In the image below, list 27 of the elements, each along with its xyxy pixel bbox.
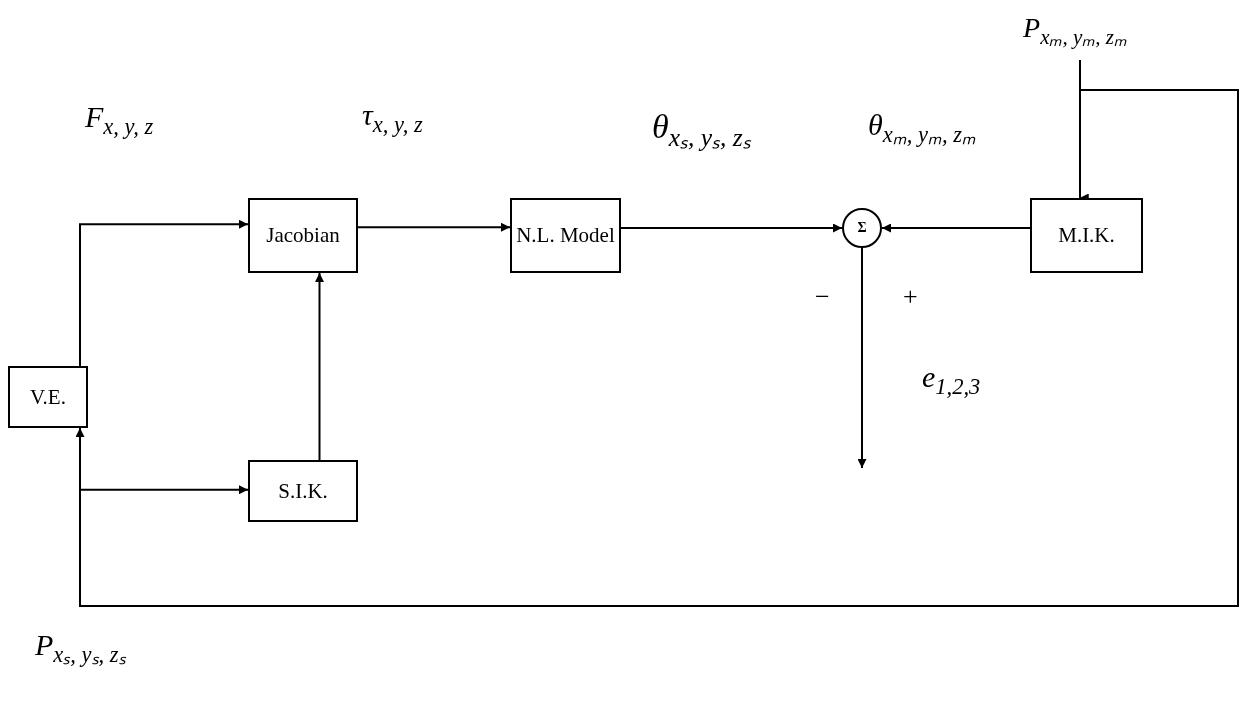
arrow bbox=[620, 223, 843, 233]
signal-label: F$_{x, y, z}$ bbox=[85, 100, 154, 140]
signal-label: e$_{1,2,3}$ bbox=[922, 360, 981, 400]
process-box bbox=[248, 198, 358, 273]
signal-label: θ$_{xₘ, yₘ, zₘ}$ bbox=[868, 108, 976, 149]
signal-label: τ$_{x, y, z}$ bbox=[362, 98, 423, 138]
block-label: N.L. Model bbox=[516, 223, 615, 248]
arrow bbox=[79, 219, 249, 367]
sign-label: − bbox=[815, 282, 830, 312]
block-label: Jacobian bbox=[266, 223, 340, 248]
process-box bbox=[248, 460, 358, 522]
sign-label: + bbox=[903, 282, 918, 312]
sum-symbol: Σ bbox=[857, 220, 867, 236]
process-box bbox=[8, 366, 88, 428]
arrow bbox=[315, 272, 324, 461]
arrow bbox=[881, 223, 1031, 233]
block-label: S.I.K. bbox=[278, 478, 328, 504]
signal-label: P$_{xₛ, yₛ, zₛ}$ bbox=[35, 628, 126, 669]
arrow bbox=[357, 222, 511, 232]
process-box bbox=[510, 198, 621, 273]
process-box bbox=[1030, 198, 1143, 273]
signal-label: P$_{xₘ, yₘ, zₘ}$ bbox=[1023, 12, 1127, 50]
signal-label: θ$_{xₛ, yₛ, zₛ}$ bbox=[652, 108, 751, 153]
block-label: V.E. bbox=[30, 384, 66, 410]
arrow bbox=[857, 247, 867, 469]
block-label: M.I.K. bbox=[1058, 223, 1115, 248]
summing-junction bbox=[842, 208, 882, 248]
